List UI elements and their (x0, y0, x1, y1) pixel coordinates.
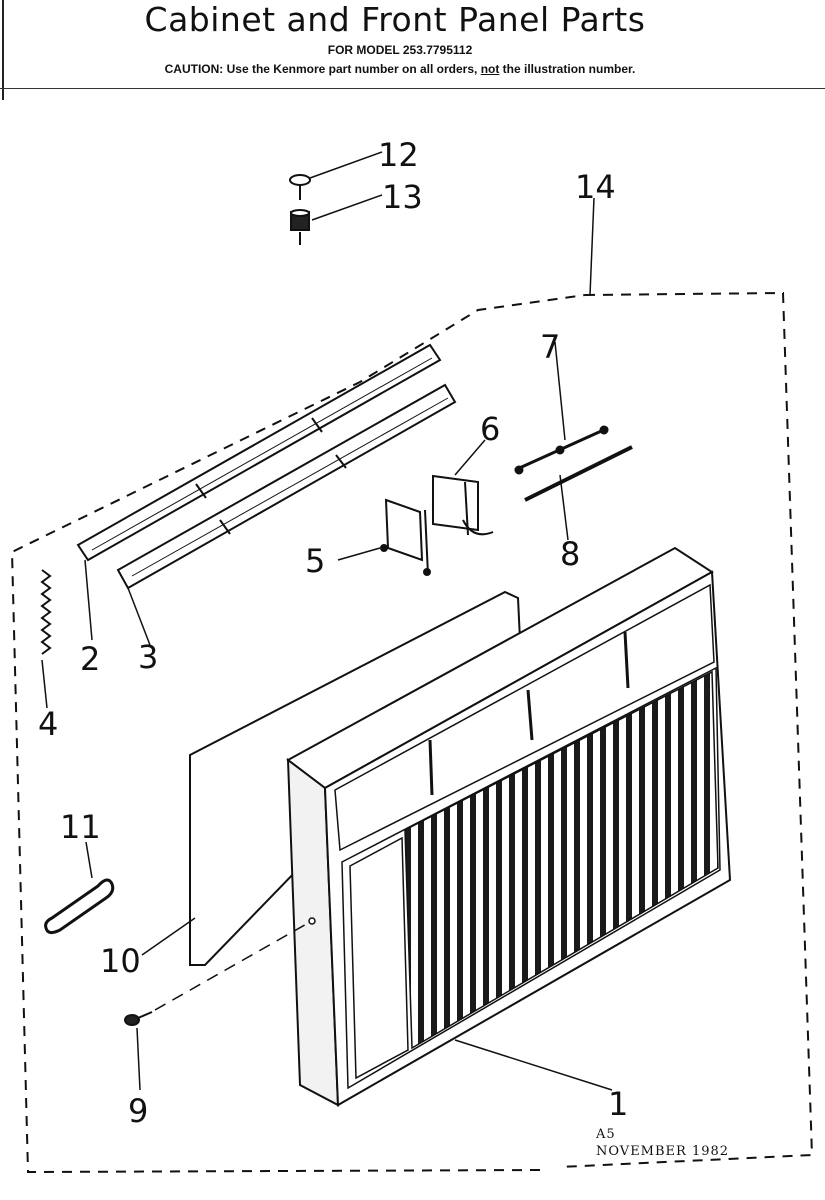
callout-7: 7 (540, 328, 560, 366)
front-panel-part-1 (286, 546, 732, 1107)
callout-8: 8 (560, 535, 580, 573)
louver-strip-part-3 (116, 383, 457, 590)
caution-note: CAUTION: Use the Kenmore part number on … (0, 62, 800, 76)
page-title: Cabinet and Front Panel Parts (144, 0, 646, 39)
page-header: Cabinet and Front Panel Parts FOR MODEL … (0, 0, 825, 100)
strip-part-8 (524, 445, 633, 502)
spring-part-4 (40, 569, 52, 655)
screw-part-12 (289, 174, 311, 200)
assembly-boundary-dashed (10, 291, 814, 1174)
rod-part-7 (514, 425, 609, 475)
callout-4: 4 (38, 705, 58, 743)
screw-9-path (154, 921, 311, 1011)
drawing-date: NOVEMBER 1982 (596, 1144, 729, 1159)
callout-3: 3 (138, 638, 158, 676)
callout-6: 6 (480, 410, 500, 448)
callout-leaders (41, 151, 613, 1091)
model-number: FOR MODEL 253.7795112 (327, 43, 473, 57)
callout-11: 11 (60, 808, 101, 846)
callout-1: 1 (608, 1085, 628, 1123)
callout-12: 12 (378, 136, 419, 174)
gasket-part-11 (44, 878, 115, 935)
callout-10: 10 (100, 942, 141, 980)
bracket-part-5 (380, 498, 431, 576)
callout-5: 5 (305, 542, 325, 580)
screw-9-hole (308, 917, 316, 925)
callout-13: 13 (382, 178, 423, 216)
caution-emphasis: not (480, 62, 500, 76)
callout-2: 2 (80, 640, 100, 678)
caution-text: CAUTION: Use the Kenmore part number on … (164, 62, 481, 76)
header-left-rule (2, 0, 4, 100)
bracket-part-6 (432, 474, 494, 536)
drawing-code: A5 (595, 1127, 616, 1142)
header-divider (0, 88, 825, 89)
callout-9: 9 (128, 1092, 148, 1130)
screw-part-9 (124, 1011, 153, 1026)
caution-text-end: the illustration number. (499, 62, 636, 76)
nut-part-13 (290, 209, 310, 245)
callout-14: 14 (575, 168, 616, 206)
louver-strip-part-2 (76, 343, 442, 562)
